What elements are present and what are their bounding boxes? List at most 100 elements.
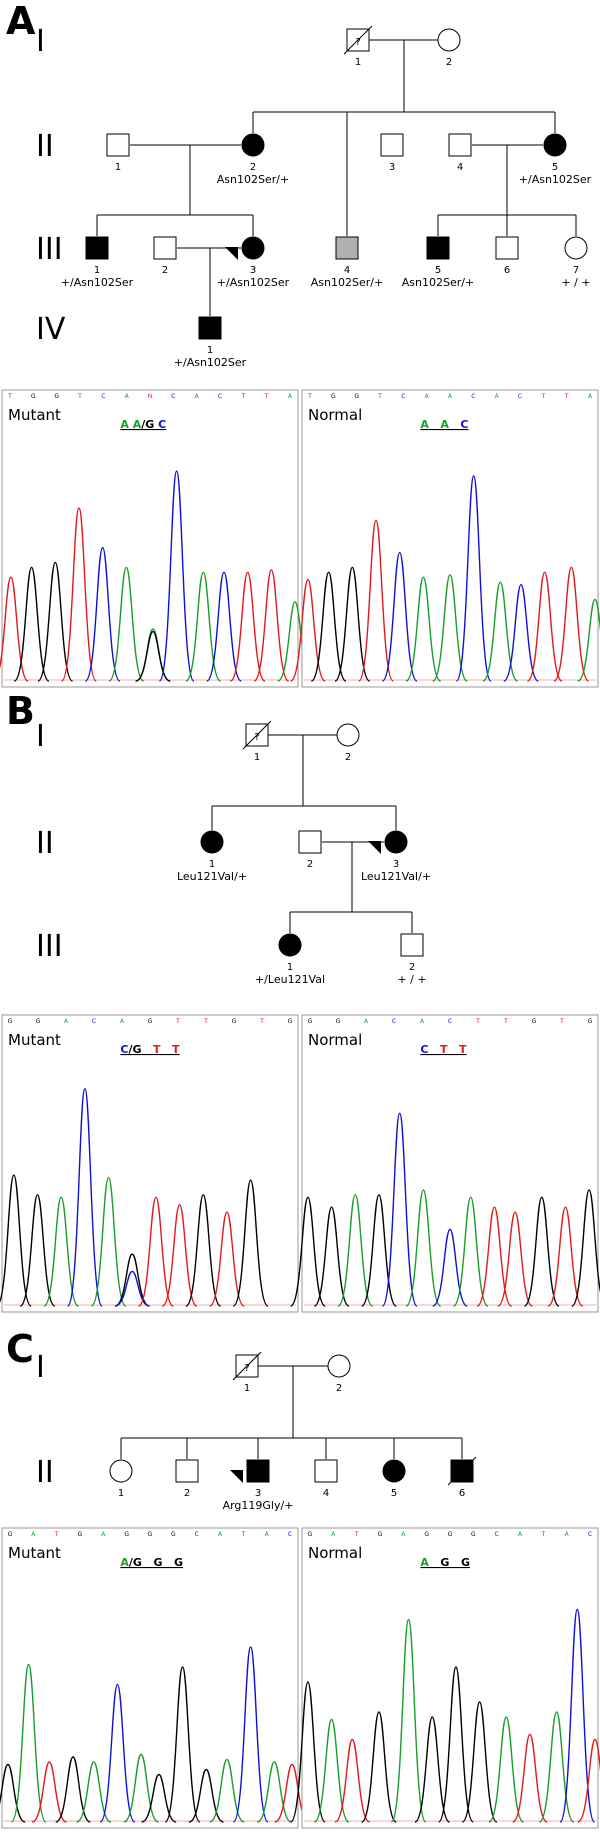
- individual-number: 5: [435, 265, 441, 276]
- proband-arrow: [225, 247, 238, 260]
- chromatogram-title: Mutant: [8, 406, 61, 424]
- codon-base: T: [459, 1043, 467, 1056]
- chromatogram-title: Mutant: [8, 1544, 61, 1562]
- individual-number: 6: [504, 265, 510, 276]
- genotype-label: +/Asn102Ser: [61, 276, 134, 289]
- trace-peak: [206, 571, 242, 682]
- deceased-slash: [242, 720, 272, 750]
- chromatogram-title: Normal: [308, 406, 362, 424]
- base-call: A: [195, 393, 200, 400]
- codon-base: [161, 1043, 173, 1056]
- base-call: A: [495, 393, 500, 400]
- base-call: T: [540, 393, 545, 400]
- individual-number: 2: [162, 265, 168, 276]
- chromatogram-title: Normal: [308, 1031, 362, 1049]
- base-call: T: [377, 393, 382, 400]
- base-call: T: [354, 1531, 359, 1538]
- codon-label: A/G G G: [120, 1556, 183, 1569]
- base-call: A: [401, 1531, 406, 1538]
- genotype-label: Asn102Ser/+: [402, 276, 474, 289]
- base-call: C: [518, 393, 522, 400]
- codon-label: A A/G C: [120, 418, 166, 431]
- trace-peak: [577, 1738, 600, 1823]
- trace-peak: [209, 1758, 245, 1823]
- base-call: G: [588, 1018, 593, 1025]
- trace-peak: [488, 1716, 525, 1823]
- codon-base: A: [120, 418, 129, 431]
- male-symbol: [380, 133, 404, 157]
- trace-peak: [390, 1618, 427, 1823]
- base-call: G: [471, 1531, 476, 1538]
- base-call: G: [54, 393, 59, 400]
- base-call: C: [471, 393, 475, 400]
- male-symbol: [246, 1459, 270, 1483]
- individual-number: 2: [307, 859, 313, 870]
- base-call: A: [565, 1531, 570, 1538]
- base-call: G: [448, 1531, 453, 1538]
- trace-peak: [10, 1663, 47, 1823]
- base-call: G: [424, 1531, 429, 1538]
- trace-peak: [158, 470, 195, 682]
- trace-peak: [0, 1174, 32, 1307]
- trace-peak: [497, 1211, 534, 1307]
- base-call: G: [8, 1018, 13, 1025]
- trace-peak: [482, 581, 519, 682]
- base-call: C: [195, 1531, 199, 1538]
- individual-number: 3: [255, 1488, 261, 1499]
- individual-number: 1: [254, 752, 260, 763]
- female-symbol: [437, 28, 461, 52]
- codon-base: C: [460, 418, 468, 431]
- base-call: G: [378, 1531, 383, 1538]
- base-call: T: [540, 1531, 545, 1538]
- generation-label: I: [36, 24, 45, 59]
- trace-peak: [141, 1773, 177, 1823]
- panel-letter: A: [6, 0, 36, 43]
- base-call: C: [288, 1531, 292, 1538]
- trace-peak: [455, 475, 492, 682]
- chromatogram-frame: [301, 1527, 599, 1829]
- trace-peak: [334, 1738, 371, 1823]
- base-call: A: [364, 1018, 369, 1025]
- trace-peak: [90, 1176, 127, 1307]
- trace-peak: [76, 1761, 112, 1823]
- male-symbol: [198, 316, 222, 340]
- individual-number: 4: [323, 1488, 329, 1499]
- base-call: C: [101, 393, 105, 400]
- trace-peak: [361, 1711, 397, 1823]
- base-call: A: [218, 1531, 223, 1538]
- female-symbol: [241, 133, 265, 157]
- base-call: A: [125, 393, 130, 400]
- trace-peak: [526, 571, 563, 682]
- trace-peak: [476, 1206, 513, 1307]
- trace-peak: [381, 551, 418, 682]
- trace-peak: [55, 1756, 91, 1823]
- trace-peak: [37, 561, 74, 682]
- codon-label: A G G: [420, 1556, 470, 1569]
- base-call: G: [232, 1018, 237, 1025]
- base-call: T: [54, 1531, 59, 1538]
- codon-base: G: [153, 1556, 162, 1569]
- trace-peak: [164, 1666, 201, 1823]
- individual-number: 2: [446, 57, 452, 68]
- genotype-label: +/Leu121Val: [255, 973, 325, 986]
- base-call: G: [148, 1018, 153, 1025]
- male-symbol: [314, 1459, 338, 1483]
- base-call: G: [354, 393, 359, 400]
- base-call: G: [331, 393, 336, 400]
- trace-peak: [108, 566, 145, 682]
- male-symbol: [448, 133, 472, 157]
- proband-arrow: [230, 1470, 243, 1483]
- female-symbol: [384, 830, 408, 854]
- trace-peak: [138, 1196, 174, 1307]
- trace-peak: [452, 1196, 489, 1307]
- individual-number: 4: [344, 265, 350, 276]
- generation-label: II: [36, 129, 54, 164]
- codon-base: A: [440, 418, 449, 431]
- genotype-label: +/Asn102Ser: [519, 173, 592, 186]
- trace-peak: [553, 566, 590, 682]
- chromatogram-frame: [301, 1014, 599, 1313]
- base-call: G: [336, 1018, 341, 1025]
